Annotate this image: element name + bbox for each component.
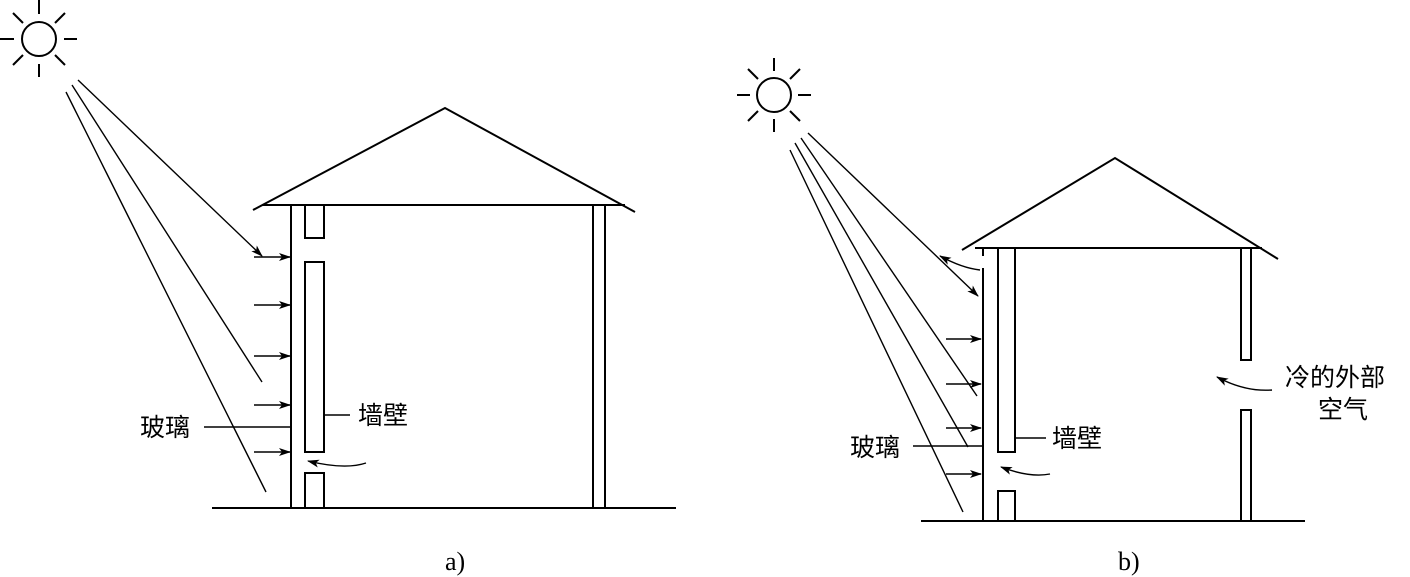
airflow-arrow-cold xyxy=(1216,376,1273,391)
sun-icon xyxy=(0,0,77,77)
arrow-icon xyxy=(946,335,982,478)
sun-rays xyxy=(789,132,979,513)
right-wall xyxy=(1240,247,1252,522)
house-icon xyxy=(961,156,1279,260)
airflow-arrow xyxy=(307,459,367,468)
house-icon xyxy=(252,106,636,213)
sun-icon xyxy=(737,58,811,132)
caption-a: a) xyxy=(445,547,465,576)
airflow-arrow-top xyxy=(939,255,981,271)
glass-label: 玻璃 xyxy=(140,413,190,442)
panel-a: 玻璃 墙壁 a) xyxy=(0,0,676,576)
wall-label: 墙壁 xyxy=(358,401,408,430)
cold-air-label-line2: 空气 xyxy=(1318,395,1368,424)
cold-air-label-line1: 冷的外部 xyxy=(1285,363,1385,392)
wall-label: 墙壁 xyxy=(1052,424,1102,453)
caption-b: b) xyxy=(1118,547,1140,576)
airflow-arrow-bottom xyxy=(1000,466,1051,476)
arrow-icon xyxy=(254,253,291,456)
panel-b: 玻璃 墙壁 冷的外部 空气 b) xyxy=(737,58,1385,576)
trombe-wall xyxy=(997,247,1016,522)
right-wall xyxy=(592,204,606,509)
glass-label: 玻璃 xyxy=(850,433,900,462)
sun-rays xyxy=(65,79,267,493)
trombe-wall xyxy=(304,204,325,509)
